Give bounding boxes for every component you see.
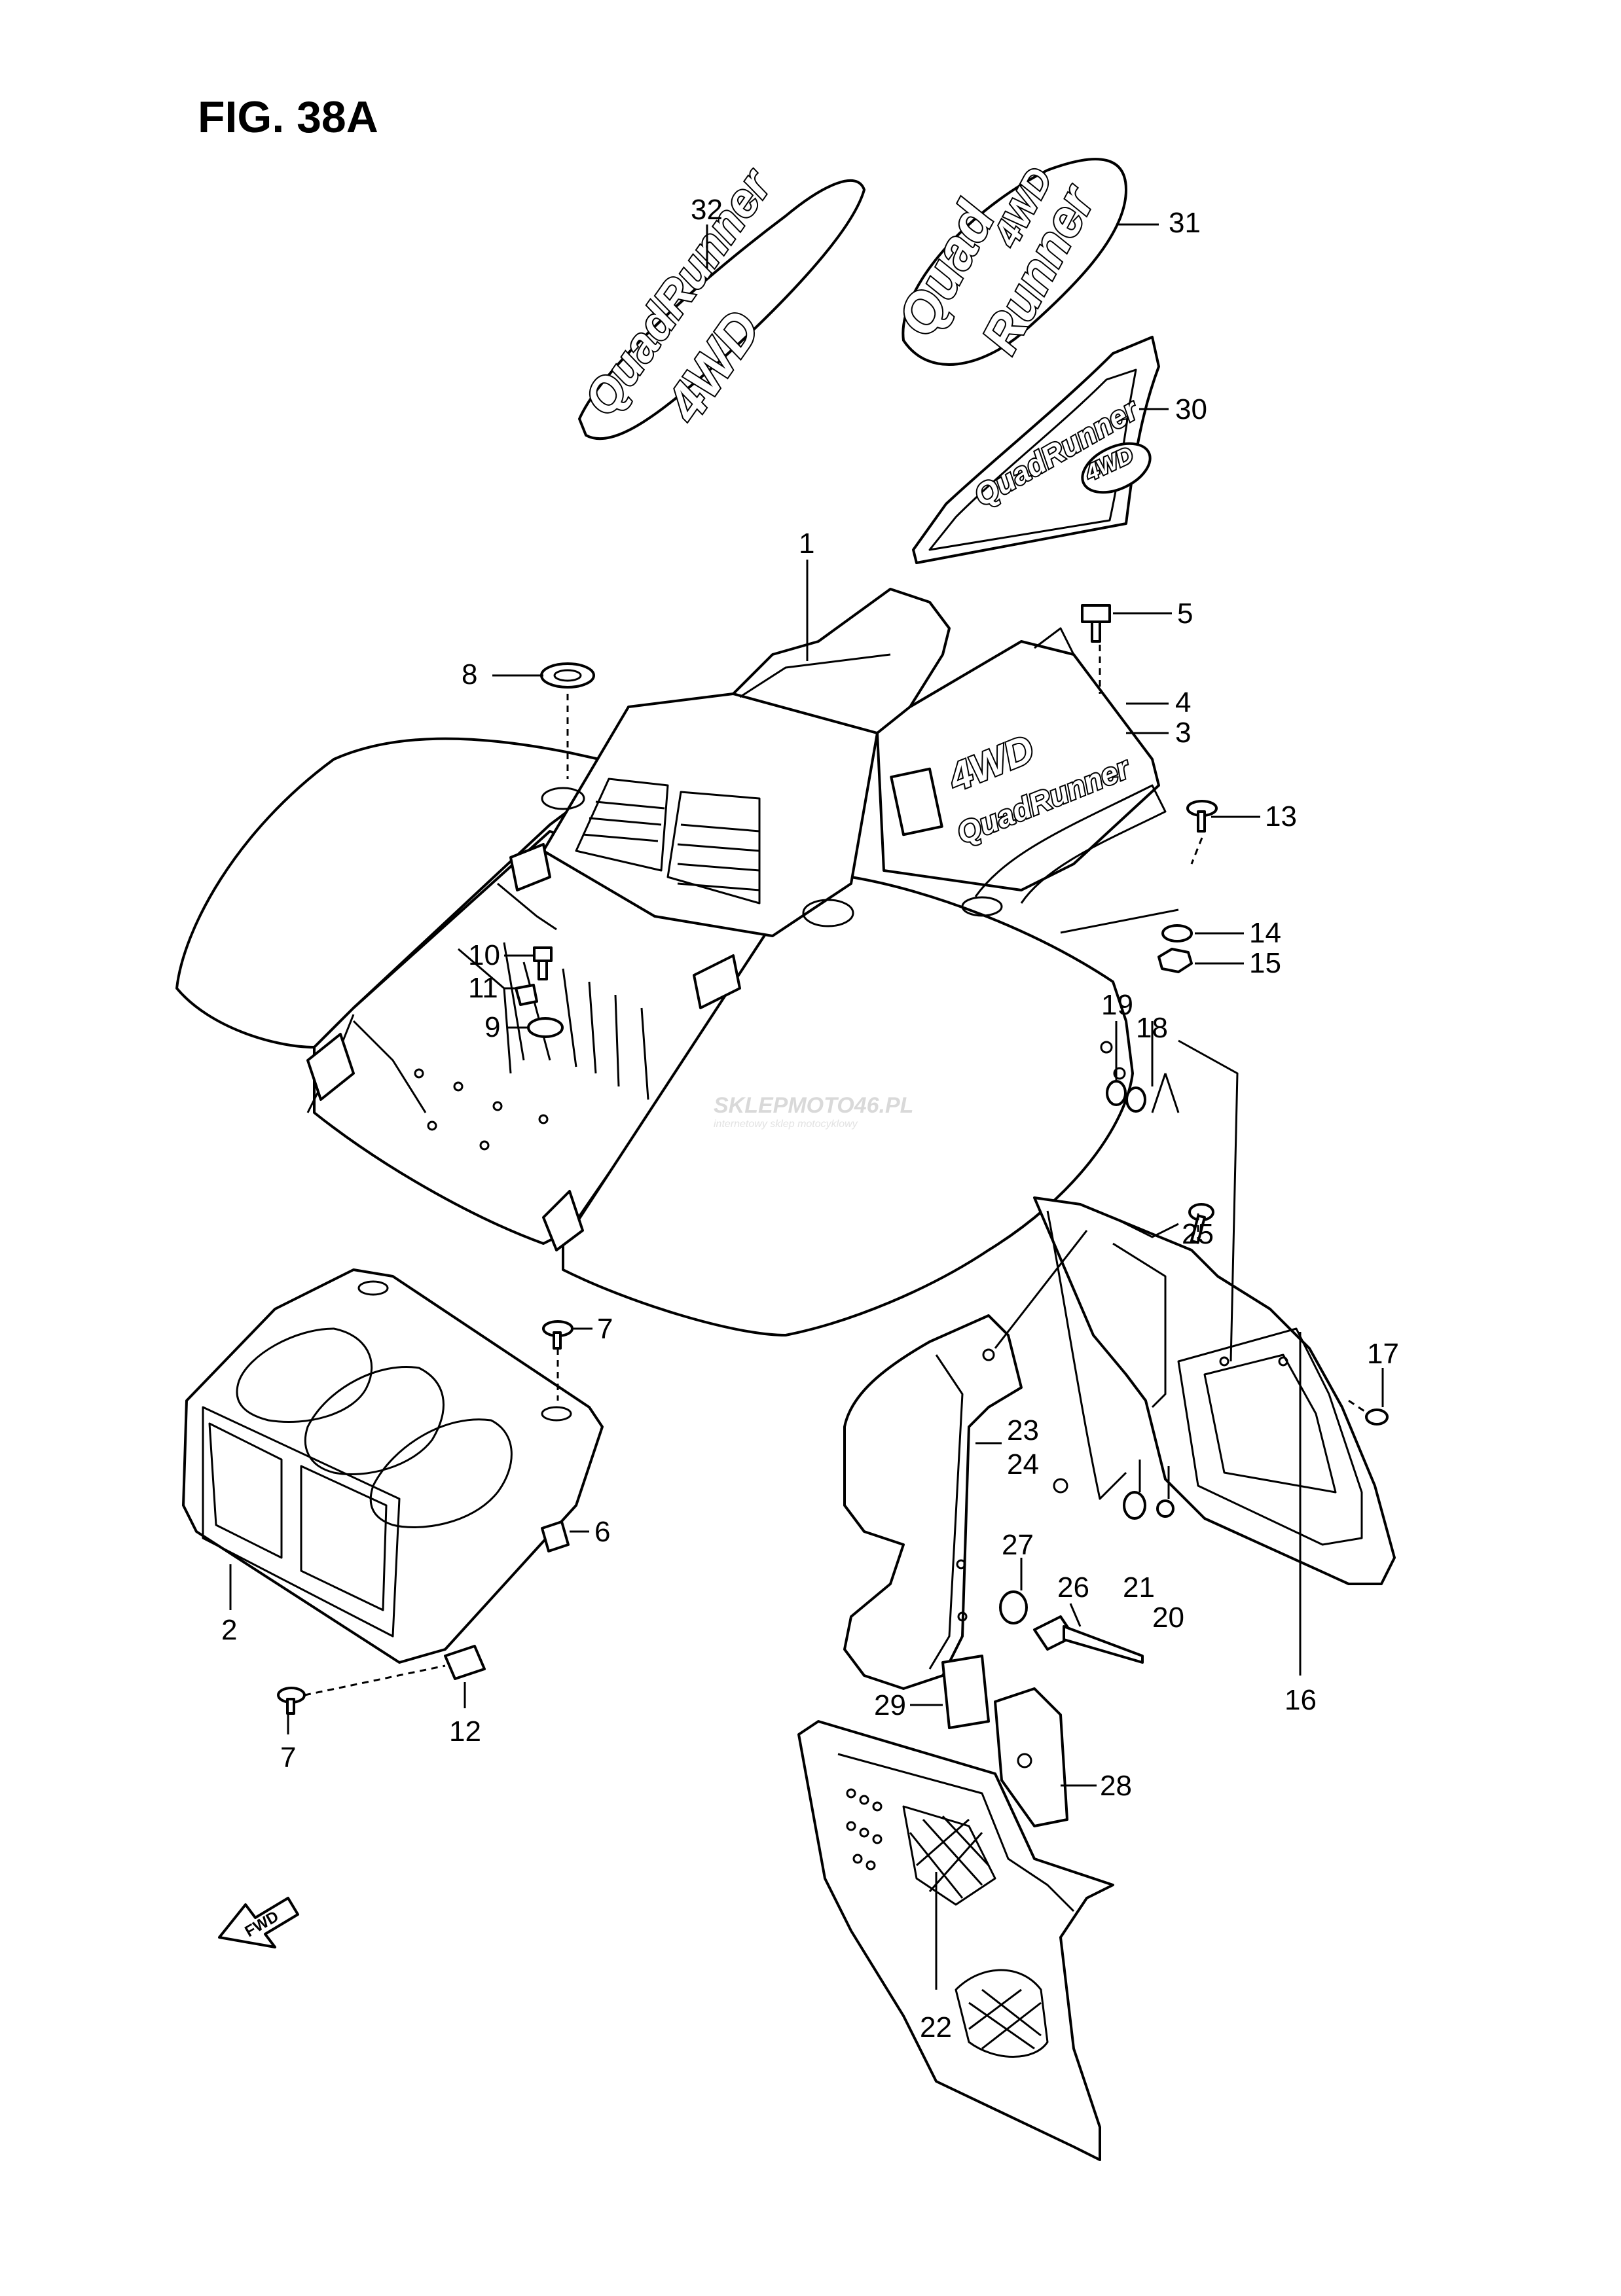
- hardware: [277, 604, 1389, 1827]
- callout-26: 26: [1057, 1571, 1089, 1604]
- callout-27: 27: [1002, 1529, 1034, 1561]
- callout-32: 32: [691, 194, 723, 226]
- side-panel-16: [1033, 1196, 1396, 1585]
- callout-29: 29: [874, 1689, 906, 1721]
- callout-24: 24: [1007, 1448, 1039, 1480]
- callout-4: 4: [1175, 687, 1191, 719]
- callout-22: 22: [920, 2011, 952, 2043]
- callout-14: 14: [1249, 917, 1281, 949]
- callout-25: 25: [1182, 1218, 1214, 1250]
- callout-1: 1: [799, 528, 814, 560]
- callout-23: 23: [1007, 1414, 1039, 1446]
- callout-8: 8: [462, 658, 477, 691]
- leader-lines: [229, 223, 1384, 1990]
- callout-9: 9: [484, 1011, 500, 1043]
- callout-11: 11: [468, 972, 498, 1004]
- watermark-tagline: internetowy sklep motocyklowy: [714, 1119, 858, 1130]
- callout-12: 12: [449, 1715, 481, 1748]
- callout-28: 28: [1100, 1770, 1132, 1802]
- decal-31: Quad 4WD Runner: [884, 158, 1127, 366]
- decal-30: QuadRunner 4WD: [912, 336, 1160, 564]
- callout-13: 13: [1265, 800, 1297, 833]
- callout-16: 16: [1284, 1684, 1317, 1716]
- watermark-brand: SKLEPMOTO46.PL: [714, 1093, 913, 1118]
- callout-5: 5: [1177, 598, 1193, 630]
- callout-6: 6: [594, 1516, 610, 1548]
- callout-21: 21: [1123, 1571, 1155, 1604]
- mudguard-23-24: [843, 1314, 1023, 1690]
- callout-17: 17: [1367, 1338, 1399, 1370]
- callout-31: 31: [1169, 207, 1201, 239]
- callout-30: 30: [1175, 393, 1207, 425]
- callout-19: 19: [1101, 989, 1133, 1021]
- forward-arrow: FWD: [218, 1897, 299, 1948]
- front-cover-2: [182, 1268, 604, 1664]
- callouts: 32 31 30 1 5 4 3 8 13 14 15 10 11 9 19 1…: [221, 194, 1399, 2043]
- bottom-guard-22: [797, 1720, 1114, 2161]
- callout-20: 20: [1152, 1602, 1184, 1634]
- callout-7-bottom: 7: [280, 1742, 296, 1774]
- front-fender-main: 4WD QuadRunner: [175, 588, 1167, 1336]
- callout-18: 18: [1136, 1012, 1168, 1044]
- figure-title: FIG. 38A: [198, 92, 378, 142]
- callout-7-top: 7: [597, 1313, 613, 1345]
- callout-2: 2: [221, 1614, 237, 1646]
- callout-3: 3: [1175, 717, 1191, 749]
- callout-15: 15: [1249, 947, 1281, 979]
- callout-10: 10: [468, 939, 500, 971]
